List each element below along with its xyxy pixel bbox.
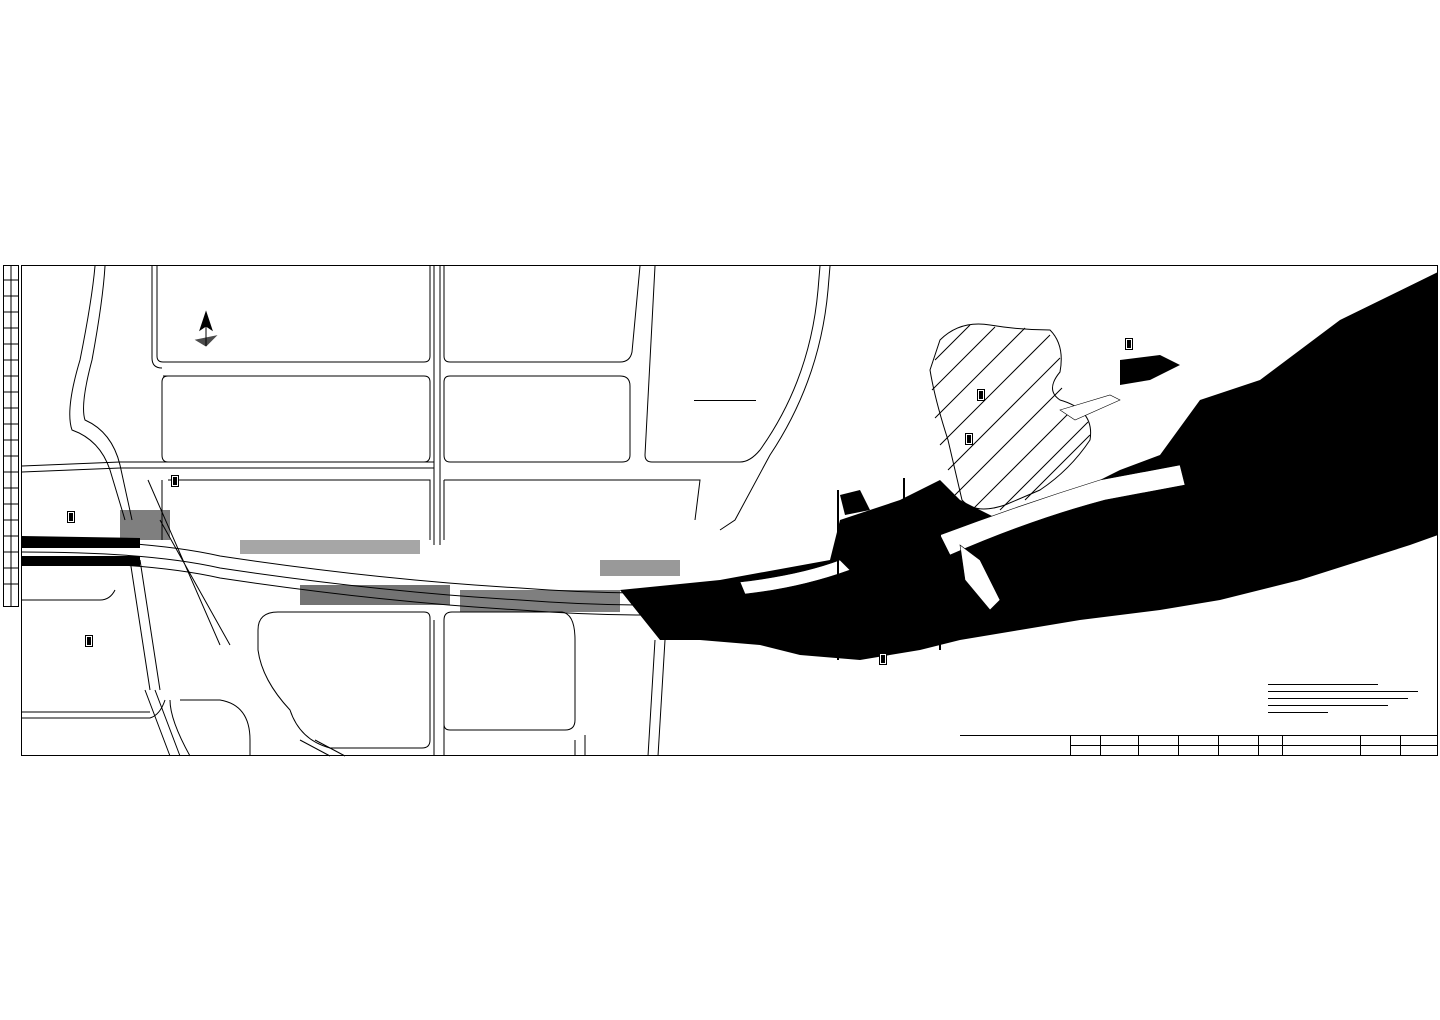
label-bridge: [879, 653, 887, 665]
scattered-detail: [120, 510, 680, 612]
label-station-west: [67, 511, 75, 523]
label-hatched-area-2: [965, 433, 973, 445]
north-arrow-icon: [194, 310, 218, 347]
notes-block: [1268, 678, 1428, 713]
label-hatched-area-1: [977, 389, 985, 401]
label-station-junction: [171, 475, 179, 487]
label-plan-title: [694, 392, 756, 401]
bridge-markers: [837, 478, 941, 660]
terrain-fill: [22, 272, 1438, 660]
title-block: [960, 735, 1438, 756]
label-west-lower: [85, 635, 93, 647]
label-east-end: [1125, 338, 1133, 350]
city-blocks: [21, 265, 831, 757]
strip-ticks: [3, 265, 19, 607]
road-through-terrain: [739, 394, 1186, 611]
hatched-zone: [929, 323, 1092, 513]
